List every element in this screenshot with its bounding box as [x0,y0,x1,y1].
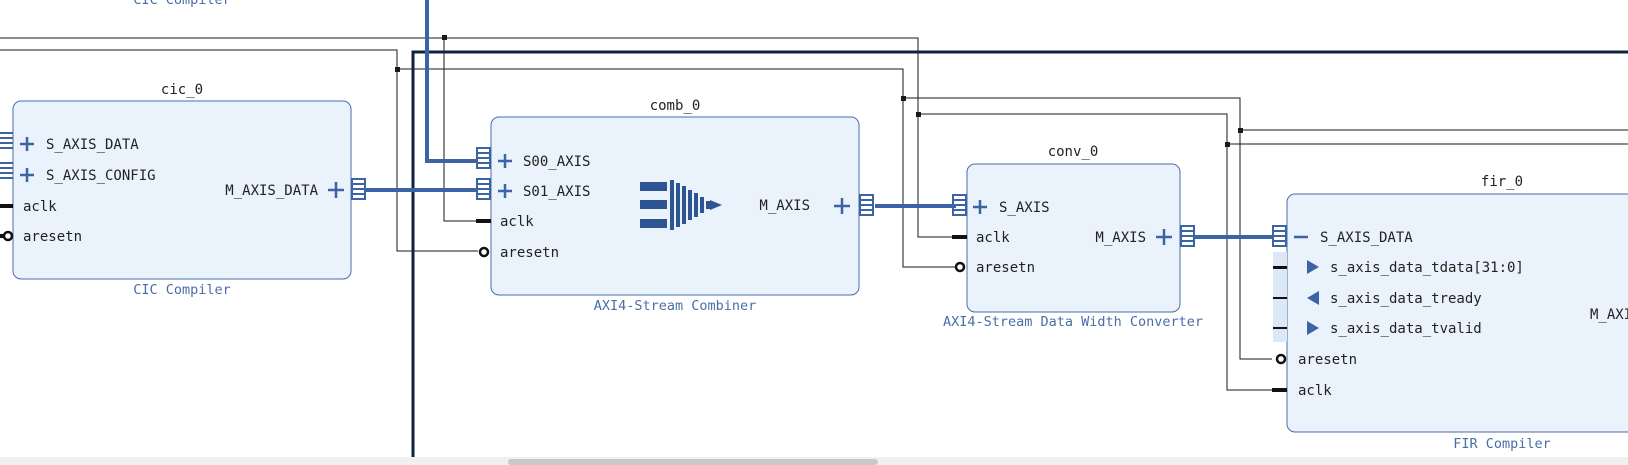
horizontal-scrollbar-thumb[interactable] [508,459,878,465]
cic-port-s-axis-data[interactable]: S_AXIS_DATA [46,137,139,153]
fir-port-s-axis-data[interactable]: S_AXIS_DATA [1320,230,1413,246]
fir-port-tvalid[interactable]: s_axis_data_tvalid [1330,321,1482,337]
fir-port-aclk[interactable]: aclk [1298,383,1332,399]
conv-port-aresetn[interactable]: aresetn [976,260,1035,276]
comb-port-aclk[interactable]: aclk [500,214,534,230]
comb-port-m-axis[interactable]: M_AXIS [759,198,810,214]
top-ip-label: CIC Compiler [133,0,231,8]
cic-port-m-axis-data[interactable]: M_AXIS_DATA [225,183,318,199]
conv-instance-name: conv_0 [1048,144,1099,160]
comb-ip-name: AXI4-Stream Combiner [594,298,757,314]
comb-port-s00-axis[interactable]: S00_AXIS [523,154,590,170]
fir-ip-name: FIR Compiler [1453,436,1551,452]
cic-instance-name: cic_0 [161,82,203,98]
conv-port-s-axis[interactable]: S_AXIS [999,200,1050,216]
comb-port-aresetn[interactable]: aresetn [500,245,559,261]
thick-bus [411,50,1628,465]
fir-port-tdata[interactable]: s_axis_data_tdata[31:0] [1330,260,1524,276]
cic-ip-name: CIC Compiler [133,282,231,298]
fir-instance-name: fir_0 [1481,174,1523,190]
conv-port-aclk[interactable]: aclk [976,230,1010,246]
fir-block[interactable]: fir_0 S_AXIS_DATA s_axis_data_tdata[31:0… [1272,174,1628,452]
conv-ip-name: AXI4-Stream Data Width Converter [943,314,1203,330]
comb-port-s01-axis[interactable]: S01_AXIS [523,184,590,200]
cic-port-aresetn[interactable]: aresetn [23,229,82,245]
cic-port-aclk[interactable]: aclk [23,199,57,215]
fir-port-aresetn[interactable]: aresetn [1298,352,1357,368]
comb-block[interactable]: comb_0 S00_AXIS S01_AXIS aclk aresetn [476,98,874,314]
fir-port-m-axi[interactable]: M_AXI [1590,307,1628,323]
comb-instance-name: comb_0 [650,98,701,114]
junction-dots [395,35,1243,147]
conv-port-m-axis[interactable]: M_AXIS [1095,230,1146,246]
cic-block[interactable]: cic_0 S_AXIS_DATA S_AXIS_CONFIG aclk are… [0,82,366,298]
cic-port-s-axis-config[interactable]: S_AXIS_CONFIG [46,168,156,184]
fir-port-tready[interactable]: s_axis_data_tready [1330,291,1482,307]
net-wires [0,37,1628,391]
conv-block[interactable]: conv_0 S_AXIS aclk aresetn M_AXIS AXI4-S… [943,144,1203,330]
combiner-icon [640,180,722,230]
axi-buses [366,0,1272,239]
